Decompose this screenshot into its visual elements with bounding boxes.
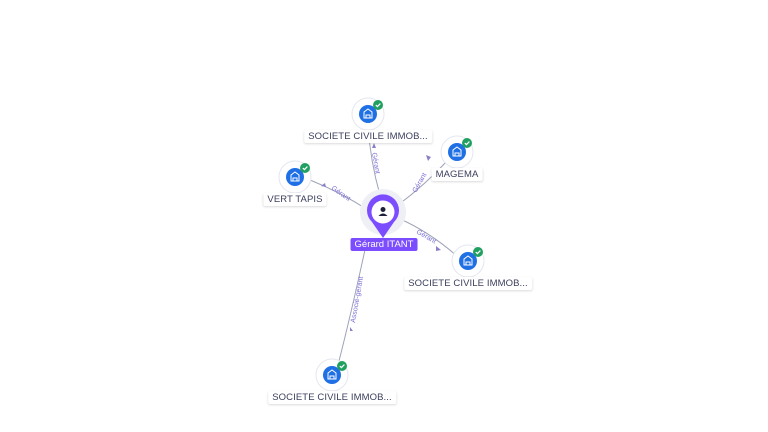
check-icon [300, 163, 310, 173]
company-label-c5[interactable]: SOCIETE CIVILE IMMOB... [268, 391, 396, 404]
company-label-c4[interactable]: SOCIETE CIVILE IMMOB... [404, 277, 532, 290]
edge-c5 [337, 244, 367, 366]
edge-label-c5: Associé-gérant [350, 276, 365, 323]
person-icon [378, 207, 388, 216]
edge-label-c3: Gérant [330, 185, 352, 203]
person-label[interactable]: Gérard ITANT [350, 238, 418, 251]
check-icon [462, 138, 472, 148]
company-label-c3[interactable]: VERT TAPIS [263, 193, 327, 206]
check-icon [337, 361, 347, 371]
company-label-c2[interactable]: MAGEMA [431, 168, 483, 181]
company-node-c1[interactable] [351, 97, 385, 131]
company-node-c2[interactable] [440, 135, 474, 169]
check-icon [473, 247, 483, 257]
edge-arrow-c3 [321, 183, 326, 187]
edge-label-c1: Gérant [370, 152, 381, 174]
edge-arrow-c2 [426, 155, 431, 161]
edge-arrow-c4 [436, 246, 441, 251]
edge-arrow-c5 [350, 327, 353, 331]
company-node-c3[interactable] [278, 160, 312, 194]
person-node[interactable] [360, 189, 406, 238]
edge-label-c2: Gérant [412, 172, 429, 194]
edge-label-c4: Gérant [415, 229, 437, 246]
check-icon [373, 100, 383, 110]
company-label-c1[interactable]: SOCIETE CIVILE IMMOB... [304, 130, 432, 143]
company-node-c5[interactable] [315, 358, 349, 392]
company-node-c4[interactable] [451, 244, 485, 278]
edge-arrow-c1 [372, 143, 376, 148]
